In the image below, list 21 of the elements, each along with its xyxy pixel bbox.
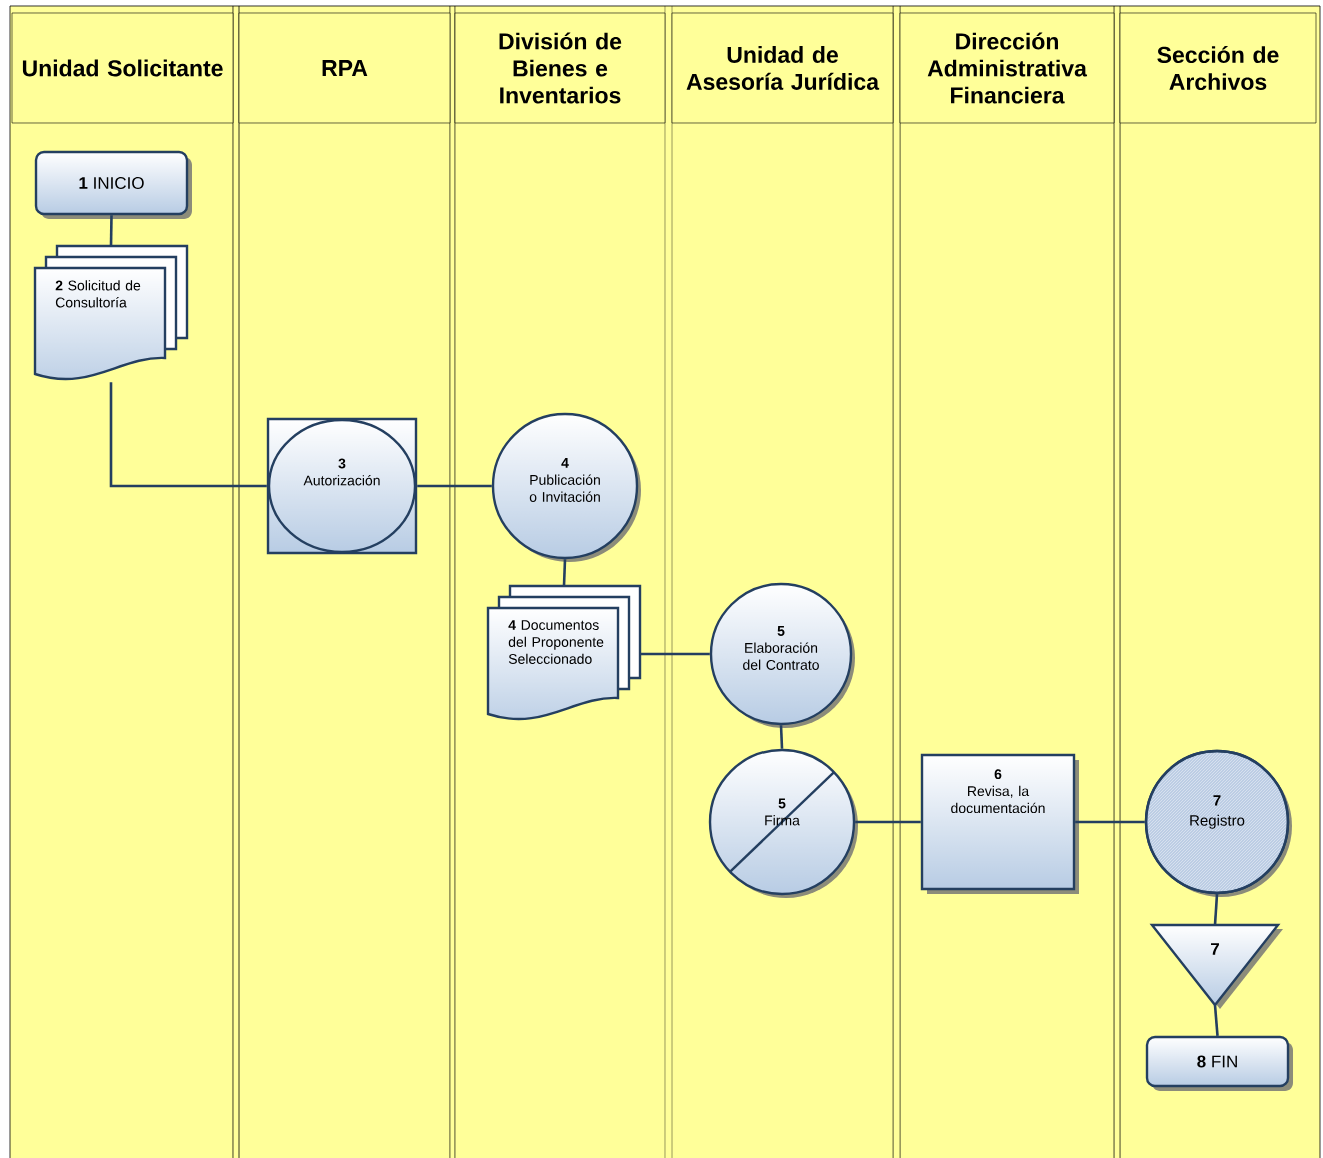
lane-header: RPA xyxy=(238,12,451,124)
connector-line xyxy=(109,215,113,246)
connector-line xyxy=(1075,820,1145,824)
connector-line xyxy=(562,559,567,586)
connector-line xyxy=(109,382,267,488)
connector-line xyxy=(640,652,710,656)
document-stack: 4 Documentos del Proponente Seleccionado xyxy=(486,584,642,721)
lane-header: División de Bienes e Inventarios xyxy=(454,12,666,124)
lane-header: Unidad Solicitante xyxy=(11,12,234,124)
document-stack: 2 Solicitud de Consultoría xyxy=(33,244,189,381)
process-box: 6 Revisa, la documentación xyxy=(920,753,1079,894)
lane-header: Dirección Administrativa Financiera xyxy=(899,12,1115,124)
lane-header: Sección de Archivos xyxy=(1119,12,1317,124)
connector-line xyxy=(1213,1005,1219,1036)
terminal-box: 1 INICIO xyxy=(34,150,192,219)
connector-line xyxy=(855,820,921,824)
terminal-box: 8 FIN xyxy=(1145,1035,1293,1091)
connector-line xyxy=(1213,894,1219,925)
connector-line xyxy=(417,484,492,488)
connector-line xyxy=(779,725,784,749)
lane-header: Unidad de Asesoría Jurídica xyxy=(671,12,894,124)
